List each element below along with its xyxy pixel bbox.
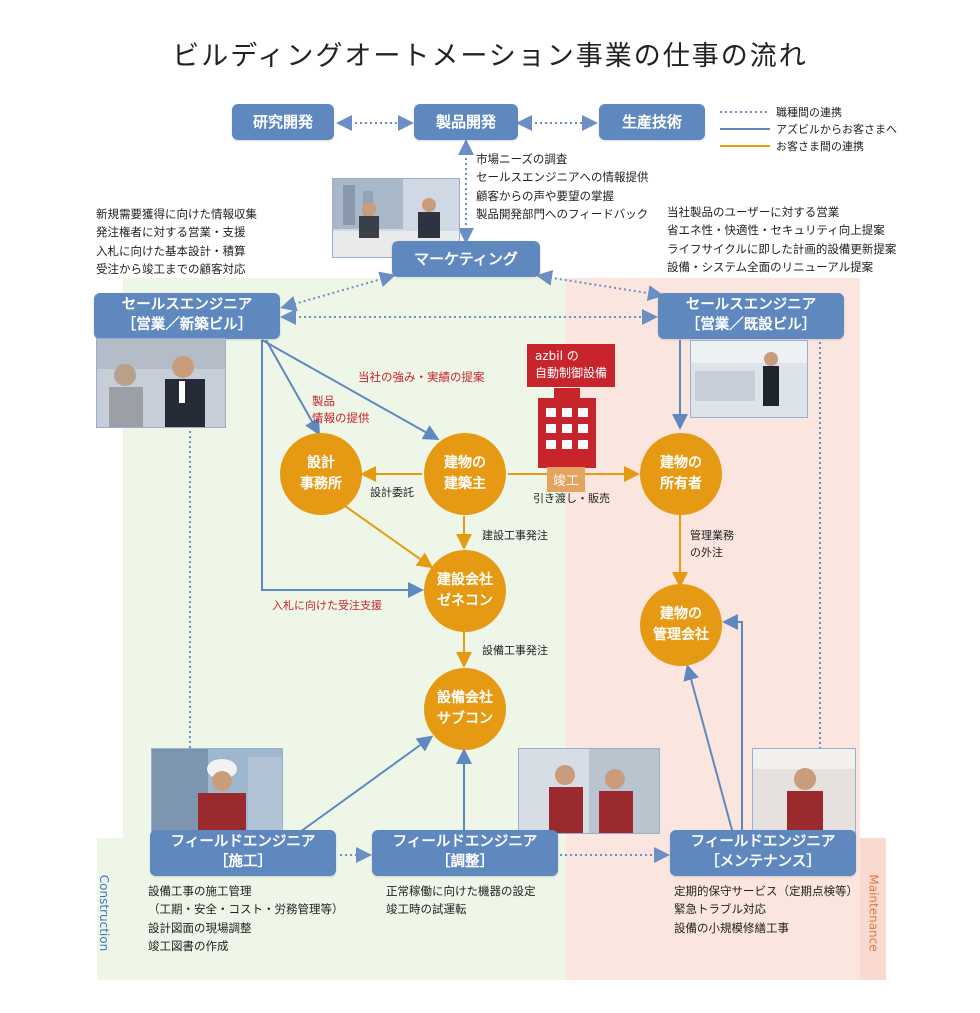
research-box: 研究開発 (232, 104, 334, 140)
general-contractor-circle: 建設会社ゼネコン (424, 550, 506, 632)
marketing-box: マーケティング (392, 241, 540, 277)
fe-adjust-photo (518, 748, 660, 834)
production-tech-box: 生産技術 (599, 104, 705, 140)
building-owner-circle: 建物の所有者 (640, 433, 722, 515)
fe-adjust-box: フィールドエンジニア［調整］ (372, 830, 558, 876)
azbil-equipment-label: azbil の自動制御設備 (527, 344, 616, 387)
construction-side-label: Construction (97, 874, 112, 952)
product-dev-box: 製品開発 (414, 104, 518, 140)
completion-label: 竣工 (547, 467, 586, 492)
label-strengths-proposal: 当社の強み・実績の提案 (358, 370, 485, 384)
se-new-photo (96, 338, 226, 428)
fe-maintenance-box: フィールドエンジニア［メンテナンス］ (670, 830, 856, 876)
label-design-commission: 設計委託 (370, 486, 414, 499)
fe-construction-photo (151, 748, 283, 834)
label-construction-order: 建設工事発注 (482, 529, 548, 542)
legend-between-customers: お客さま間の連携 (776, 140, 864, 153)
fe-construction-box: フィールドエンジニア［施工］ (150, 830, 336, 876)
label-equipment-order: 設備工事発注 (482, 644, 548, 657)
fe-maintenance-notes: 定期的保守サービス（定期点検等） 緊急トラブル対応 設備の小規模修繕工事 (674, 884, 858, 935)
se-existing-building-box: セールスエンジニア［営業／既設ビル］ (658, 293, 844, 339)
label-product-info: 製品情報の提供 (312, 394, 370, 425)
se-new-notes: 新規需要獲得に向けた情報収集 発注権者に対する営業・支援 入札に向けた基本設計・… (96, 207, 257, 277)
fe-maintenance-photo (752, 748, 856, 834)
marketing-notes: 市場ニーズの調査 セールスエンジニアへの情報提供 顧客からの声や要望の掌握 製品… (476, 152, 649, 222)
label-handover-sale: 引き渡し・販売 (533, 492, 610, 505)
label-management-outsourcing: 管理業務の外注 (690, 529, 734, 559)
fe-adjust-notes: 正常稼働に向けた機器の設定 竣工時の試運転 (386, 884, 536, 917)
se-existing-notes: 当社製品のユーザーに対する営業 省エネ性・快適性・セキュリティ向上提案 ライフサ… (667, 205, 897, 275)
design-office-circle: 設計事務所 (280, 433, 362, 515)
building-icon (538, 388, 596, 468)
fe-construction-notes: 設備工事の施工管理 （工期・安全・コスト・労務管理等） 設計図面の現場調整 竣工… (148, 884, 344, 954)
building-management-circle: 建物の管理会社 (640, 584, 722, 666)
legend-azbil-to-customer: アズビルからお客さまへ (776, 123, 897, 136)
legend-inter-role: 職種間の連携 (776, 106, 842, 119)
se-new-building-box: セールスエンジニア［営業／新築ビル］ (94, 293, 280, 339)
page-title: ビルディングオートメーション事業の仕事の流れ (172, 41, 808, 72)
label-bid-support: 入札に向けた受注支援 (272, 599, 382, 612)
maintenance-side-strip (860, 838, 886, 980)
se-existing-photo (690, 340, 808, 418)
subcontractor-circle: 設備会社サブコン (424, 668, 506, 750)
maintenance-side-label: Maintenance (866, 874, 881, 952)
owner-builder-circle: 建物の建築主 (424, 433, 506, 515)
